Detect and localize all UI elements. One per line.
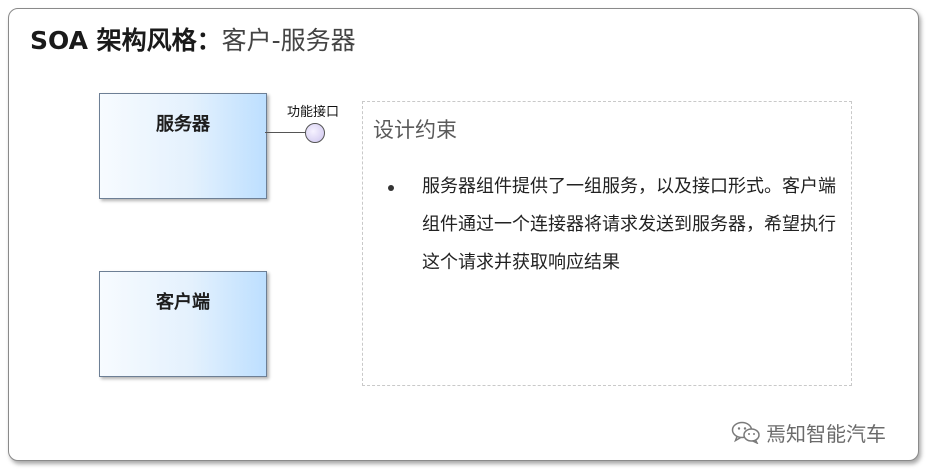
note-heading: 设计约束 xyxy=(373,118,457,142)
note-bullet: 服务器组件提供了一组服务，以及接口形式。客户端组件通过一个连接器将请求发送到服务… xyxy=(385,168,841,282)
server-component: 服务器 xyxy=(99,93,267,199)
note-bullet-list: 服务器组件提供了一组服务，以及接口形式。客户端组件通过一个连接器将请求发送到服务… xyxy=(385,168,841,282)
watermark: 焉知智能汽车 xyxy=(731,418,886,446)
note-body: 服务器组件提供了一组服务，以及接口形式。客户端组件通过一个连接器将请求发送到服务… xyxy=(385,168,841,282)
diagram-title: SOA 架构风格：客户-服务器 xyxy=(30,24,356,58)
design-constraints-note: 设计约束 服务器组件提供了一组服务，以及接口形式。客户端组件通过一个连接器将请求… xyxy=(362,101,852,386)
client-component: 客户端 xyxy=(99,271,267,377)
server-label: 服务器 xyxy=(156,114,210,135)
watermark-text: 焉知智能汽车 xyxy=(766,421,886,446)
client-label: 客户端 xyxy=(156,292,210,313)
title-subtitle: 客户-服务器 xyxy=(221,26,356,55)
wechat-icon xyxy=(731,421,760,444)
note-bullet-text: 服务器组件提供了一组服务，以及接口形式。客户端组件通过一个连接器将请求发送到服务… xyxy=(422,176,836,273)
bullet-dot-icon xyxy=(388,185,394,191)
title-main: SOA 架构风格： xyxy=(30,26,222,55)
interface-lollipop-icon xyxy=(305,123,325,143)
interface-label: 功能接口 xyxy=(287,105,340,120)
interface-connector-line xyxy=(265,132,306,133)
